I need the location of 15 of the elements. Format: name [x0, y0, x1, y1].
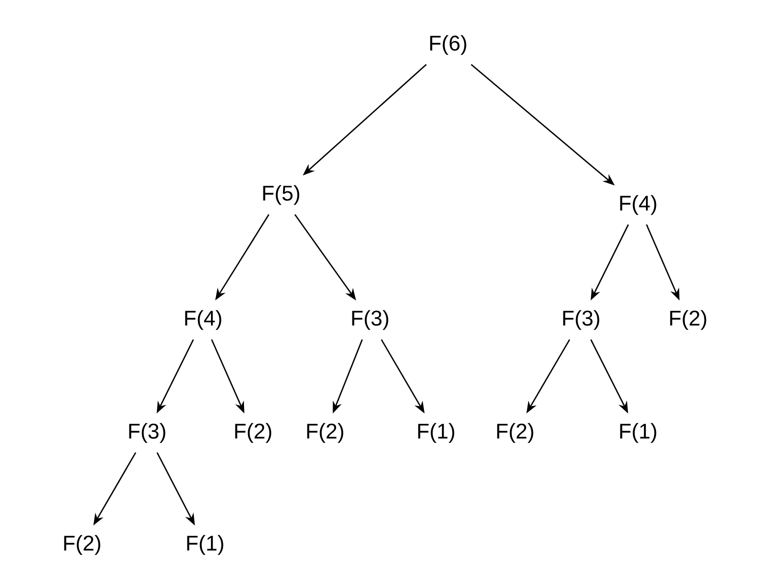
node-label: F(1) [418, 423, 454, 443]
node-label: F(2) [497, 423, 534, 443]
node-label: F(2) [64, 535, 100, 555]
node-label: F(1) [187, 535, 224, 555]
node-label: F(2) [307, 423, 344, 443]
node-label: F(5) [263, 185, 300, 205]
node-label: F(3) [352, 310, 388, 330]
node-label: F(1) [620, 423, 656, 443]
node-label: F(3) [129, 423, 166, 443]
node-label: F(4) [620, 195, 656, 215]
node-label: F(6) [430, 35, 466, 55]
node-label: F(2) [670, 310, 706, 330]
node-label: F(2) [235, 423, 272, 443]
node-label: F(4) [185, 310, 222, 330]
node-label: F(3) [563, 310, 600, 330]
